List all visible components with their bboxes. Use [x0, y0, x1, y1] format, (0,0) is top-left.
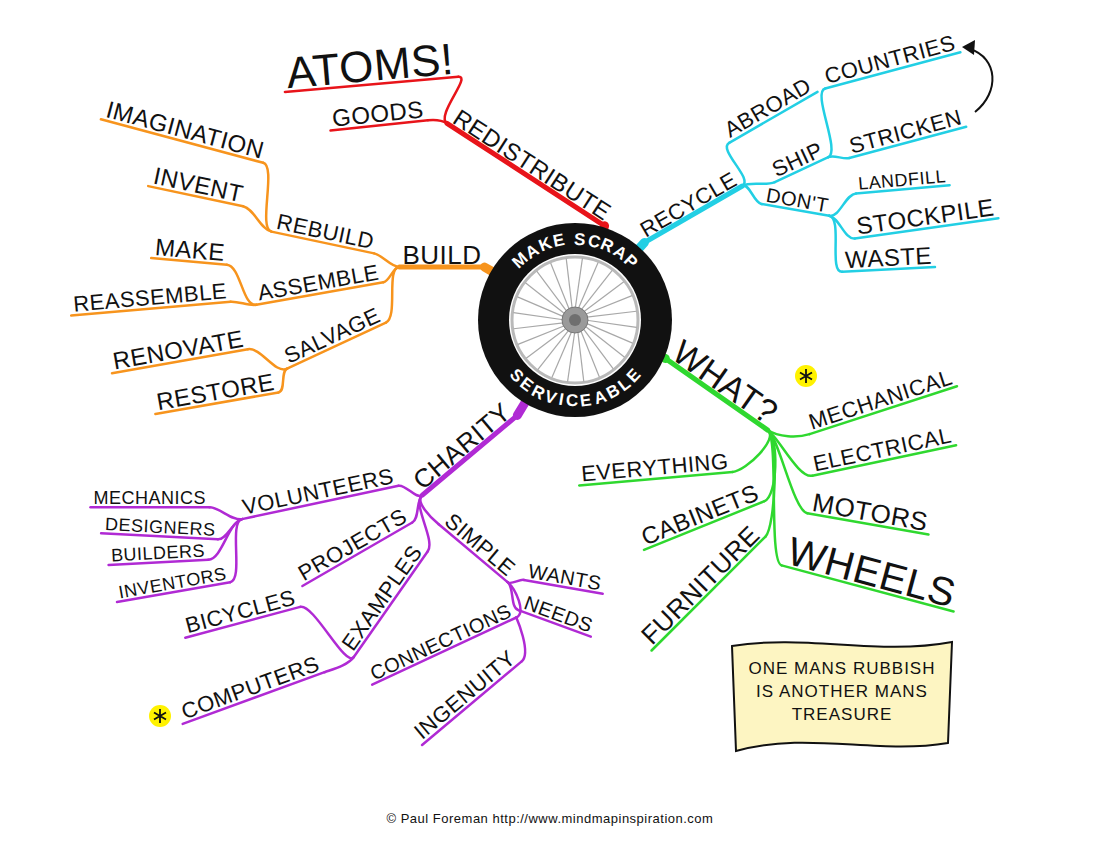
branch-word: RECYCLE [636, 169, 740, 242]
branch-word: NEEDS [521, 592, 595, 635]
branch-link [279, 369, 288, 393]
branch-link [822, 89, 832, 158]
branch-word: MOTORS [810, 489, 929, 535]
branch-word: DON'T [764, 185, 830, 216]
branch-word: RESTORE [154, 370, 275, 414]
branch-link [828, 156, 849, 158]
branch-word: MECHANICAL [806, 366, 955, 433]
branch-word: COUNTRIES [822, 32, 957, 88]
branch-link [742, 186, 761, 204]
branch-word: IMAGINATION [104, 97, 267, 162]
branch-link [508, 580, 524, 583]
branch-word: LANDFILL [857, 167, 946, 193]
branch-word: CHARITY [408, 398, 515, 494]
branch-word: INGENUITY [410, 647, 519, 744]
branch-link [829, 193, 856, 216]
branch-word: INVENTORS [117, 565, 228, 602]
branch-word: EVERYTHING [580, 451, 729, 486]
arc-letter: S [574, 230, 586, 248]
arc-letter: I [557, 391, 565, 409]
branch-word: BICYCLES [183, 587, 298, 637]
branch-link [428, 120, 447, 123]
branch-word: WHAT? [667, 334, 784, 430]
branch-word: MAKE [154, 235, 226, 265]
branch-word: ASSEMBLE [256, 262, 381, 305]
asterisk-mark [149, 705, 171, 727]
branch-word: ELECTRICAL [811, 425, 953, 476]
quote-text: ONE MANS RUBBISH IS ANOTHER MANS TREASUR… [726, 634, 958, 751]
branch-word: STRICKEN [847, 106, 964, 157]
copyright-note: © Paul Foreman http://www.mindmapinspira… [387, 812, 714, 825]
branch-link [420, 495, 438, 524]
branch-link [248, 349, 287, 369]
branch-word: REASSEMBLE [72, 280, 228, 315]
arrow-head [962, 40, 975, 55]
quote-banner: ONE MANS RUBBISH IS ANOTHER MANS TREASUR… [726, 634, 958, 757]
hub-wheel: MAKE SCRAPSERVICEABLE [477, 222, 673, 418]
branch-word: REDISTRIBUTE [449, 105, 615, 224]
loop-arrow [970, 49, 992, 112]
branch-word: VOLUNTEERS [240, 465, 395, 519]
branch-word: GOODS [331, 97, 425, 130]
branch-word: ABROAD [721, 74, 815, 141]
branch-link [243, 206, 271, 231]
arc-letter: C [566, 392, 579, 409]
branch-word: SIMPLE [441, 510, 519, 581]
wheel-text: SERVICEABLE [477, 222, 673, 418]
branch-word: MECHANICS [94, 489, 207, 507]
arc-letter [566, 231, 572, 248]
branch-word: COMPUTERS [178, 653, 322, 723]
branch-word: STOCKPILE [855, 195, 996, 238]
branch-link [733, 430, 770, 472]
branch-word: SALVAGE [281, 304, 384, 367]
branch-word: WHEELS [784, 530, 960, 613]
branch-link [766, 430, 775, 536]
wheel-drawing [477, 222, 673, 418]
branch-link [386, 267, 400, 323]
branch-word: INVENT [151, 164, 245, 206]
arc-letter: E [552, 231, 567, 250]
asterisk-mark [795, 365, 817, 387]
branch-word: RENOVATE [111, 327, 246, 374]
branch-link [210, 507, 243, 519]
branch-link [227, 265, 256, 305]
branch-word: BUILD [403, 242, 482, 268]
branch-word: BUILDERS [111, 542, 206, 565]
branch-word: ATOMS! [284, 37, 455, 95]
branch-link [231, 302, 257, 305]
wheel-text: MAKE SCRAP [477, 222, 673, 418]
branch-link [230, 519, 242, 582]
branch-link [325, 657, 354, 672]
branch-link [829, 216, 842, 272]
branch-word: WASTE [844, 244, 932, 273]
branch-link [263, 163, 271, 232]
branch-link [374, 253, 399, 267]
branch-word: SHIP [768, 139, 826, 181]
branch-link [516, 618, 525, 662]
arc-letter: E [579, 391, 593, 409]
branch-word: REBUILD [274, 211, 375, 253]
